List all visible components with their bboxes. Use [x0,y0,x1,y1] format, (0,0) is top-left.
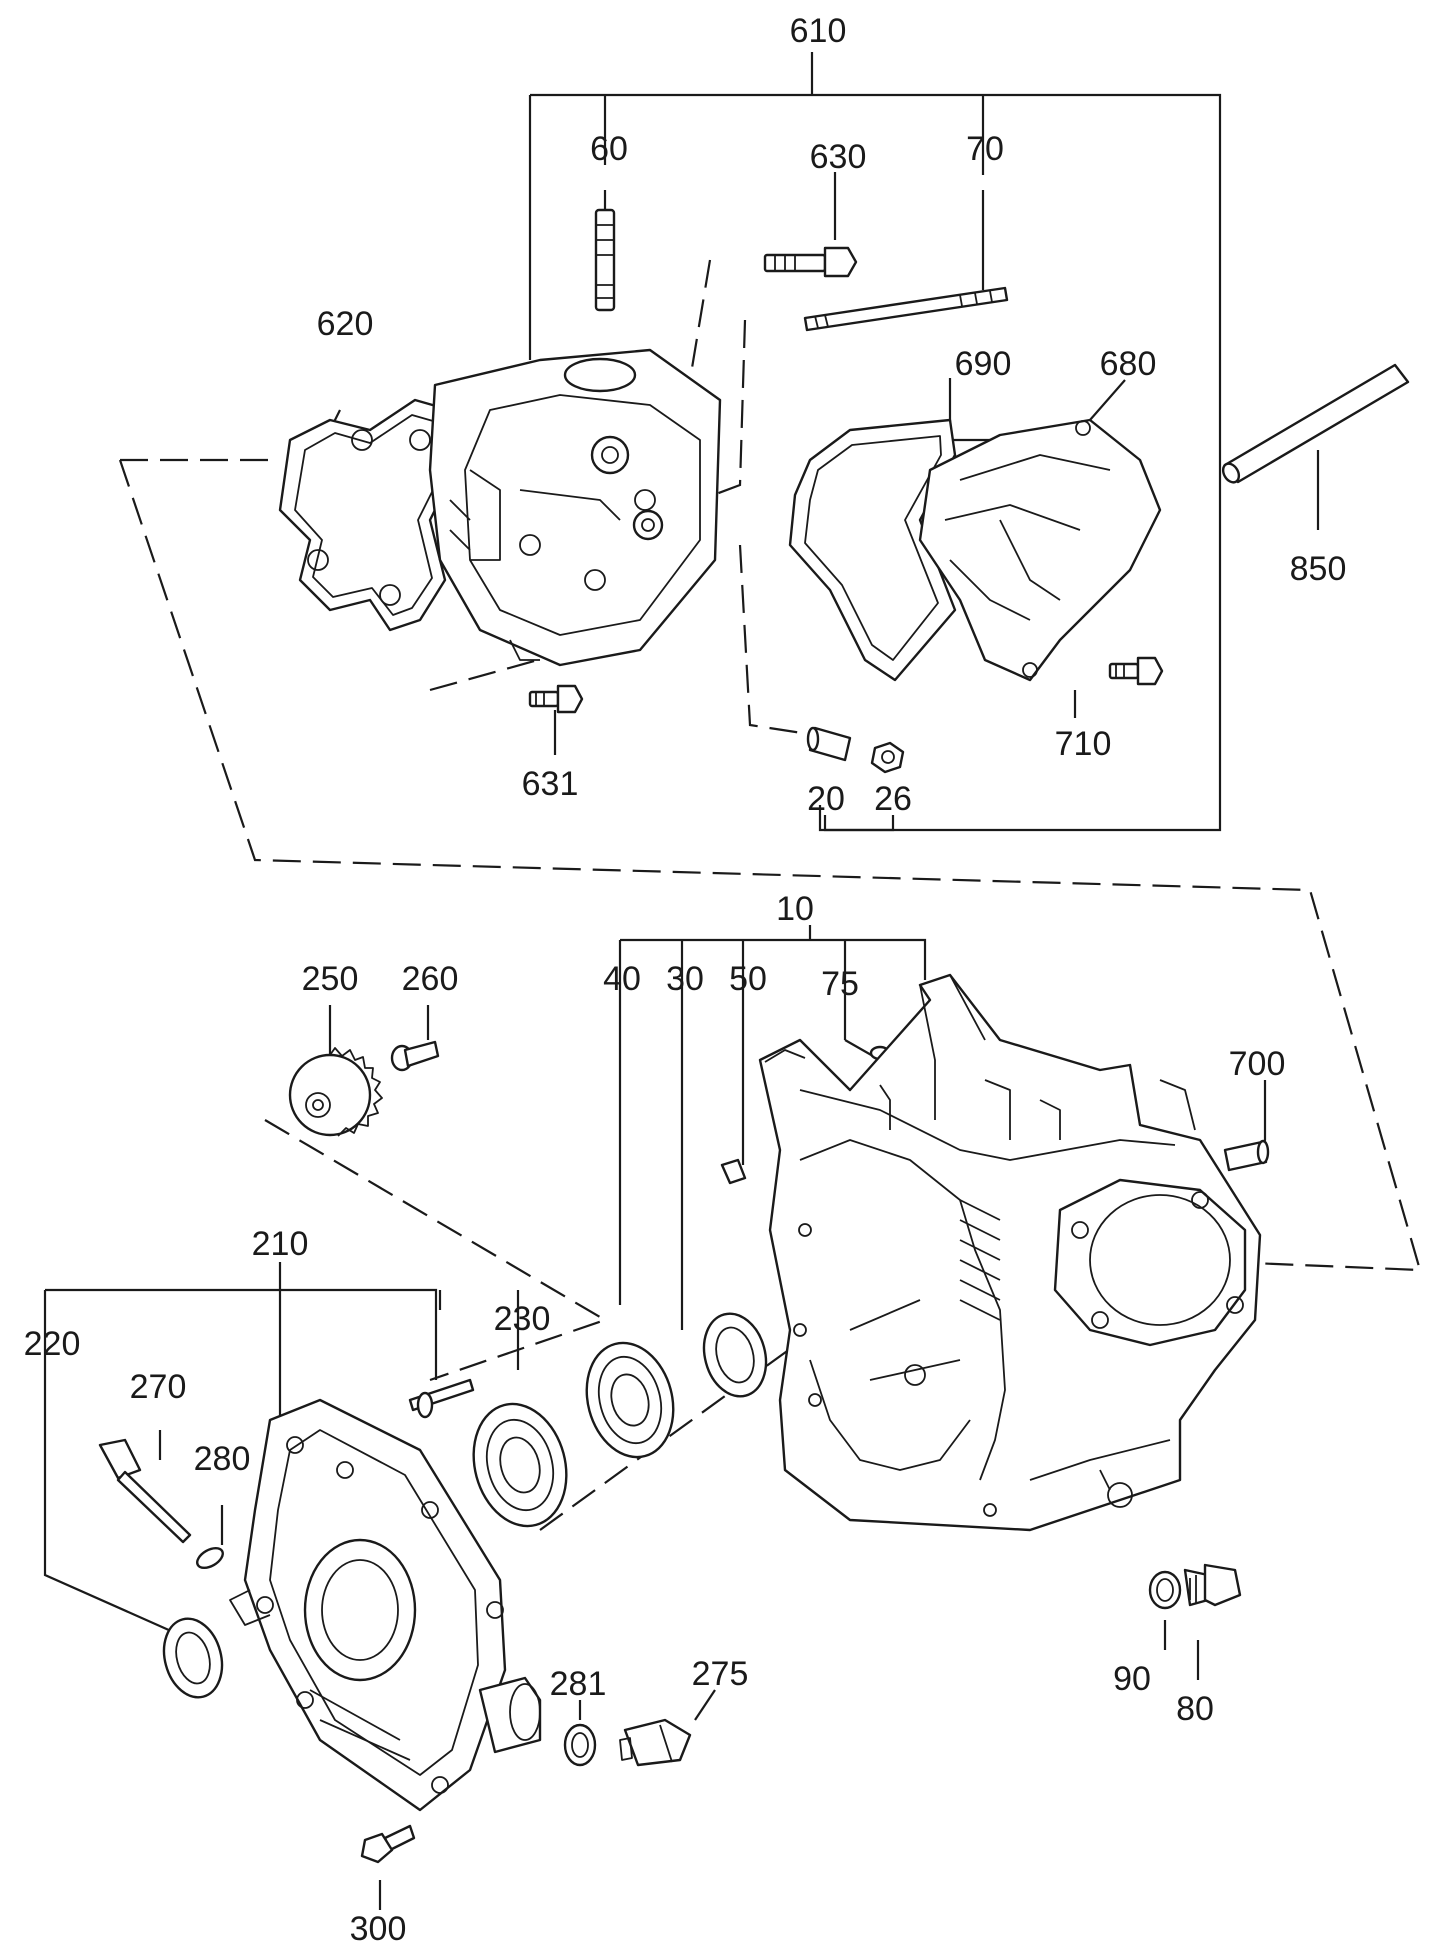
bolt-300 [360,1824,416,1864]
leader-275 [694,1689,716,1721]
label-270: 270 [130,1368,187,1406]
stud-60 [594,208,616,312]
washer-90 [1148,1570,1182,1610]
label-275: 275 [692,1655,749,1693]
label-10: 10 [776,890,814,928]
bracket-610 [528,52,1222,832]
washer-281 [563,1723,597,1767]
label-75: 75 [821,965,859,1003]
bracket-20-26 [823,815,895,832]
label-620: 620 [317,305,374,343]
crankcase-cover-210 [229,1398,542,1812]
label-50: 50 [729,960,767,998]
o-ring-280 [196,1546,224,1570]
label-680: 680 [1100,345,1157,383]
drain-plug-80 [1183,1563,1242,1607]
bracket-210 [43,1262,520,1637]
label-210: 210 [252,1225,309,1263]
parts [98,208,1410,1864]
bearing-230 [472,1402,568,1528]
label-40: 40 [603,960,641,998]
label-700: 700 [1229,1045,1286,1083]
label-280: 280 [194,1440,251,1478]
gasket-620 [278,398,457,632]
gear-250 [288,1047,383,1137]
gasket-690 [788,418,957,682]
bracket-10 [618,925,927,1330]
stud-70 [803,286,1009,332]
dipstick-270 [98,1438,192,1544]
dash-631 [429,638,611,692]
label-281: 281 [550,1665,607,1703]
dowel-20 [806,726,852,762]
label-300: 300 [350,1910,407,1948]
label-60: 60 [590,130,628,168]
label-250: 250 [302,960,359,998]
pin-260 [390,1040,440,1072]
label-260: 260 [402,960,459,998]
label-20: 20 [807,780,845,818]
bearing-40 [585,1341,675,1459]
bolt-630 [763,246,858,278]
bolt-710 [1108,656,1164,686]
nut-26 [870,741,905,774]
label-220: 220 [24,1325,81,1363]
label-850: 850 [1290,550,1347,588]
plug-275 [619,1718,692,1767]
dowel-50 [720,1158,747,1185]
pin-230-shaft [408,1378,475,1419]
label-230: 230 [494,1300,551,1338]
label-80: 80 [1176,1690,1214,1728]
pipe-850 [1221,363,1410,484]
dash-70 [699,319,747,502]
label-70: 70 [966,130,1004,168]
dash-20 [738,544,816,737]
dash-head-to-block [118,459,1422,1272]
leader-680 [1089,379,1126,421]
label-610: 610 [790,12,847,50]
rocker-cover-680 [918,418,1162,682]
oil-seal-220 [162,1617,224,1699]
dash-crank-axis [539,1319,831,1531]
label-631: 631 [522,765,579,803]
cylinder-head [428,348,722,667]
label-690: 690 [955,345,1012,383]
crankcase-block [758,973,1262,1532]
dowel-700 [1223,1139,1270,1172]
labels: 610 60 630 70 620 690 680 850 710 631 20… [24,12,1347,1948]
label-630: 630 [810,138,867,176]
label-30: 30 [666,960,704,998]
label-90: 90 [1113,1660,1151,1698]
label-26: 26 [874,780,912,818]
oil-seal-30 [702,1312,768,1398]
label-710: 710 [1055,725,1112,763]
bolt-631 [528,684,584,714]
dash-250 [264,1119,608,1382]
